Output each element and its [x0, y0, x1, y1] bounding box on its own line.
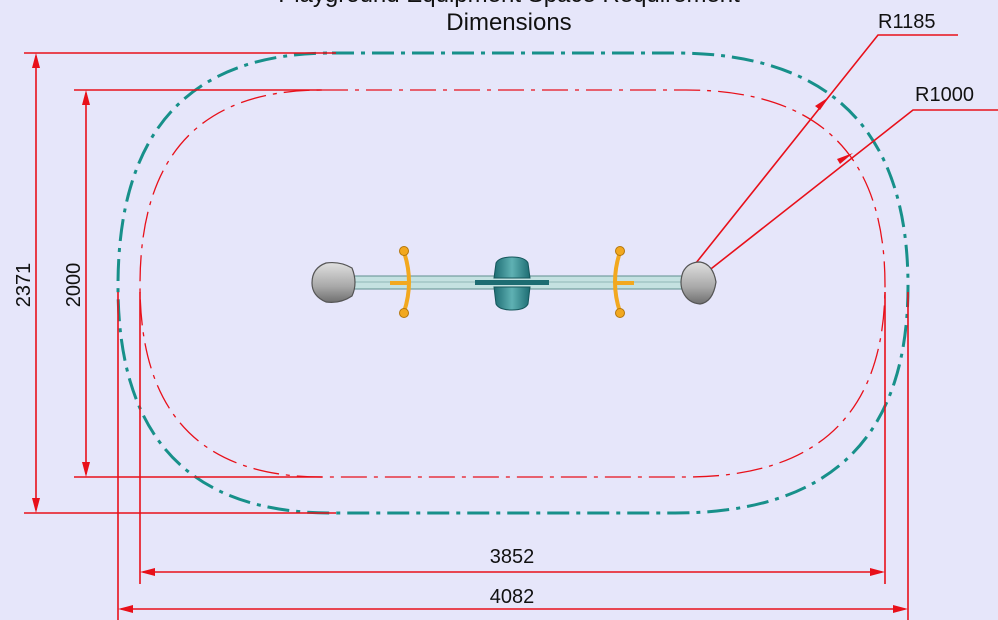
arrowhead: [837, 153, 853, 164]
outer-width-label: 4082: [490, 586, 535, 608]
arrowhead: [82, 462, 90, 477]
inner-radius-label: R1000: [915, 84, 974, 106]
inner-radius-leader: [692, 109, 998, 284]
arrowhead: [140, 568, 155, 576]
inner-zone-outline: [139, 89, 886, 478]
arrowhead: [32, 53, 40, 68]
arrowhead: [32, 498, 40, 513]
arrowhead: [118, 605, 133, 613]
outer-zone-outline: [116, 51, 910, 515]
inner-height-label: 2000: [63, 263, 85, 308]
inner-width-label: 3852: [490, 546, 535, 568]
outer-height-label: 2371: [13, 263, 35, 308]
arrowhead: [815, 97, 829, 110]
title-line-2: Dimensions: [446, 9, 571, 36]
arrowhead: [893, 605, 908, 613]
arrowhead: [870, 568, 885, 576]
title-line-1: Playground Equipment Space Requirement: [278, 0, 740, 8]
outer-radius-label: R1185: [878, 11, 935, 33]
arrowhead: [82, 90, 90, 105]
outer-radius-leader: [679, 34, 958, 284]
seesaw-icon: [311, 246, 717, 318]
